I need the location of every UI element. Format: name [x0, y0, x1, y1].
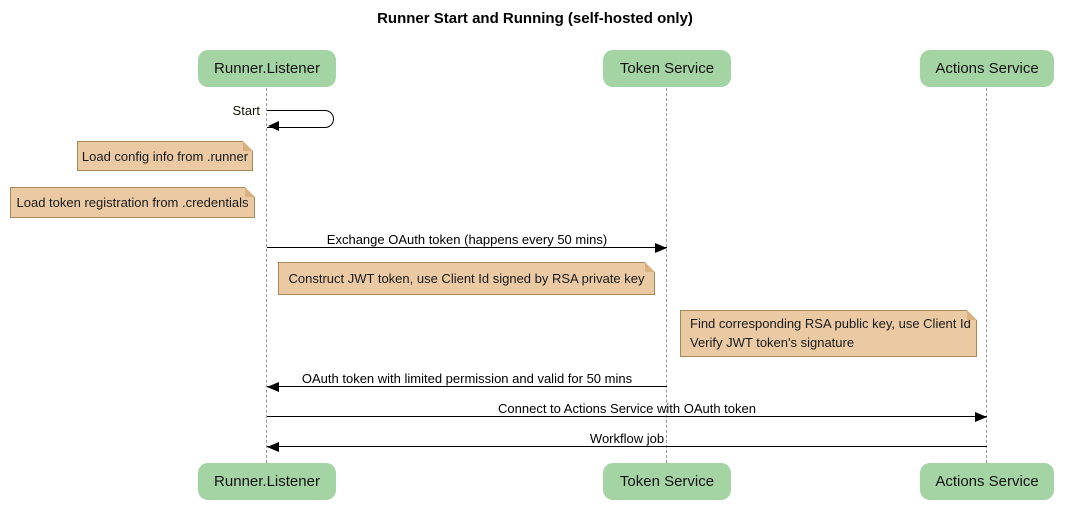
note-verify-jwt: Find corresponding RSA public key, use C… — [680, 310, 977, 357]
message-label-start: Start — [232, 103, 260, 118]
participant-runner-listener-bottom: Runner.Listener — [198, 463, 336, 500]
participant-runner-listener-top: Runner.Listener — [198, 50, 336, 87]
arrowhead-left-icon — [268, 121, 279, 131]
message-line — [267, 446, 987, 447]
note-fold-icon — [645, 262, 655, 272]
lifeline-runner-listener — [266, 88, 267, 463]
arrowhead-left-icon — [267, 442, 279, 452]
note-fold-icon — [243, 141, 253, 151]
note-load-config: Load config info from .runner — [77, 141, 253, 171]
message-label-oauth-token-return: OAuth token with limited permission and … — [301, 371, 633, 386]
note-construct-jwt: Construct JWT token, use Client Id signe… — [278, 262, 655, 295]
self-message-loop — [267, 110, 334, 128]
message-label-workflow-job: Workflow job — [589, 431, 665, 446]
participant-label: Token Service — [619, 473, 715, 490]
participant-label: Actions Service — [935, 60, 1039, 77]
participant-label: Runner.Listener — [214, 473, 320, 490]
note-fold-icon — [245, 187, 255, 197]
participant-label: Runner.Listener — [214, 60, 320, 77]
note-fold-icon — [967, 310, 977, 320]
note-text: Construct JWT token, use Client Id signe… — [288, 271, 645, 286]
arrowhead-right-icon — [655, 243, 667, 253]
note-text: Find corresponding RSA public key, use C… — [690, 315, 971, 350]
participant-label: Token Service — [619, 60, 715, 77]
message-label-connect-actions: Connect to Actions Service with OAuth to… — [498, 401, 756, 416]
participant-label: Actions Service — [935, 473, 1039, 490]
diagram-title: Runner Start and Running (self-hosted on… — [377, 10, 693, 27]
note-text: Load config info from .runner — [81, 148, 249, 164]
arrowhead-left-icon — [267, 382, 279, 392]
arrowhead-right-icon — [975, 412, 987, 422]
participant-token-service-bottom: Token Service — [603, 463, 731, 500]
message-label-exchange-oauth: Exchange OAuth token (happens every 50 m… — [326, 232, 608, 247]
lifeline-token-service — [666, 88, 667, 463]
participant-token-service-top: Token Service — [603, 50, 731, 87]
message-line — [267, 386, 667, 387]
note-text: Load token registration from .credential… — [16, 195, 249, 210]
message-line — [267, 416, 987, 417]
note-load-token-registration: Load token registration from .credential… — [10, 187, 255, 218]
participant-actions-service-top: Actions Service — [920, 50, 1054, 87]
participant-actions-service-bottom: Actions Service — [920, 463, 1054, 500]
lifeline-actions-service — [986, 88, 987, 463]
message-line — [267, 247, 667, 248]
